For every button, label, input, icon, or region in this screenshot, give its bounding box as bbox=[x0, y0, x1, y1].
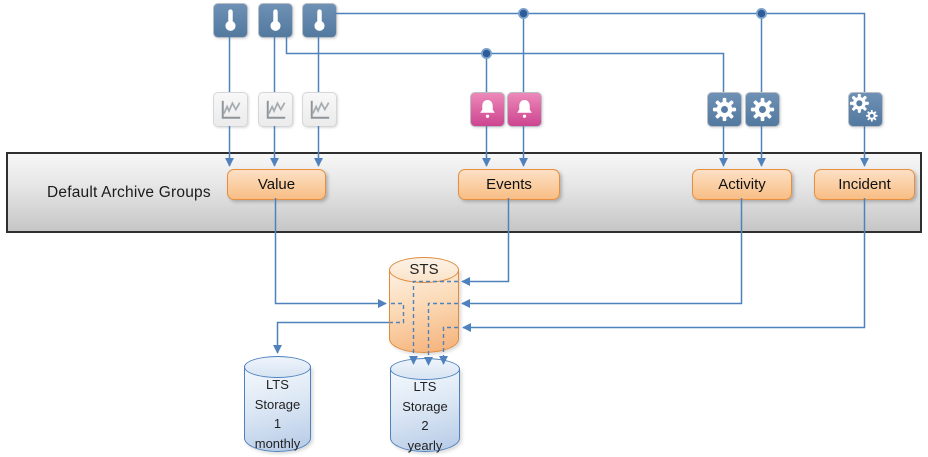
lts1-label-line3: 1 bbox=[273, 416, 282, 431]
band-label: Default Archive Groups bbox=[47, 183, 211, 201]
thermometer-icon-1 bbox=[213, 3, 248, 38]
lts1-label-line1: LTS bbox=[266, 377, 289, 392]
lts2-cylinder-body bbox=[390, 368, 460, 452]
lts1-cylinder-lid bbox=[244, 356, 311, 378]
group-label-events: Events bbox=[486, 176, 532, 193]
group-box-value: Value bbox=[227, 169, 326, 200]
gear-icon-2 bbox=[745, 92, 780, 127]
lts2-label-line3: 2 bbox=[421, 418, 429, 433]
group-box-incident: Incident bbox=[814, 169, 915, 200]
thermometer-icon-3 bbox=[302, 3, 337, 38]
line-chart-icon-3 bbox=[302, 92, 337, 127]
line-chart-icon-1 bbox=[213, 92, 248, 127]
lts1-label: LTS Storage 1 monthly bbox=[244, 375, 311, 453]
lts1-label-line4: monthly bbox=[254, 435, 301, 451]
thermometer-icon-2 bbox=[258, 3, 293, 38]
sts-cylinder: STS bbox=[389, 257, 459, 353]
lts2-label: LTS Storage 2 yearly bbox=[390, 377, 460, 455]
group-label-activity: Activity bbox=[718, 176, 766, 193]
lts1-label-line2: Storage bbox=[254, 396, 301, 412]
group-box-activity: Activity bbox=[692, 169, 792, 200]
lts-storage-2-cylinder: LTS Storage 2 yearly bbox=[390, 358, 460, 455]
lts-storage-1-cylinder: LTS Storage 1 monthly bbox=[244, 356, 311, 452]
alarm-bell-icon-1 bbox=[470, 92, 505, 127]
gears-icon bbox=[848, 92, 883, 127]
gear-icon-1 bbox=[707, 92, 742, 127]
lts2-label-line1: LTS bbox=[413, 379, 437, 394]
lts1-cylinder-body bbox=[244, 366, 311, 452]
group-label-incident: Incident bbox=[838, 176, 891, 193]
group-label-value: Value bbox=[257, 176, 296, 193]
sts-label: STS bbox=[409, 261, 439, 278]
lts2-label-line2: Storage bbox=[402, 398, 448, 414]
group-box-events: Events bbox=[458, 169, 560, 200]
lts2-label-line4: yearly bbox=[407, 437, 443, 453]
line-chart-icon-2 bbox=[258, 92, 293, 127]
alarm-bell-icon-2 bbox=[507, 92, 542, 127]
